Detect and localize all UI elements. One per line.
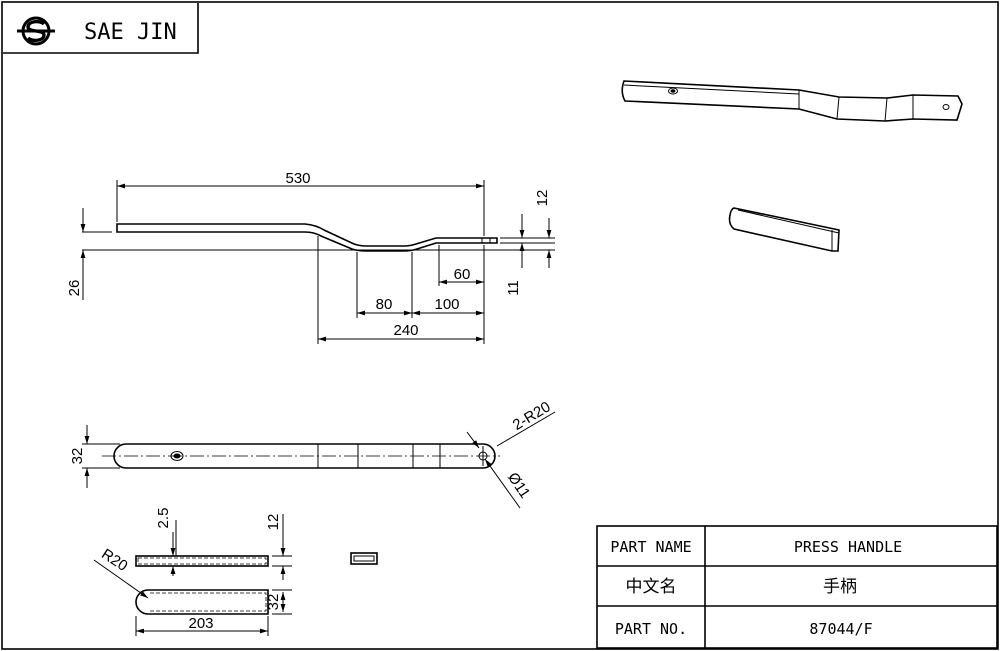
sae-jin-logo-icon xyxy=(17,16,55,46)
dim-end-radius: 2-R20 xyxy=(510,398,554,434)
top-view: 32 2-R20 Ø11 xyxy=(69,398,556,509)
dim-overall-length: 530 xyxy=(285,170,310,187)
part-no-label: PART NO. xyxy=(615,620,687,638)
part-name-label: PART NAME xyxy=(610,538,691,556)
dim-sub-length: 203 xyxy=(188,615,213,632)
part-no-value: 87044/F xyxy=(809,620,872,638)
dim-tip-length: 60 xyxy=(454,266,471,283)
dim-bend-section-length: 240 xyxy=(393,322,418,339)
company-header: SAE JIN xyxy=(3,3,199,54)
dim-sub-thickness: 2.5 xyxy=(155,508,172,529)
dim-slope-length: 100 xyxy=(434,296,459,313)
cn-name-label: 中文名 xyxy=(626,577,677,597)
dim-sub-radius: R20 xyxy=(98,546,130,575)
dim-hole-diameter: Ø11 xyxy=(504,469,533,501)
dim-thickness: 11 xyxy=(505,280,522,296)
dim-sub-height: 12 xyxy=(265,514,282,531)
title-block: PART NAME PRESS HANDLE 中文名 手柄 PART NO. 8… xyxy=(596,525,998,649)
dim-total-height: 26 xyxy=(66,280,83,297)
dim-width: 32 xyxy=(69,448,86,465)
iso-handle-view xyxy=(621,80,963,122)
iso-plate-view xyxy=(728,207,840,252)
dim-offset-height: 12 xyxy=(534,190,551,207)
company-name: SAE JIN xyxy=(84,20,177,45)
sub-part-views: 2.5 12 203 32 R20 xyxy=(93,508,378,636)
dim-flat-length: 80 xyxy=(376,296,393,313)
side-view: 530 26 12 11 60 80 100 240 xyxy=(66,170,555,344)
dim-sub-width: 32 xyxy=(265,594,282,611)
part-name-value: PRESS HANDLE xyxy=(794,538,902,556)
cn-name-value: 手柄 xyxy=(823,577,857,597)
